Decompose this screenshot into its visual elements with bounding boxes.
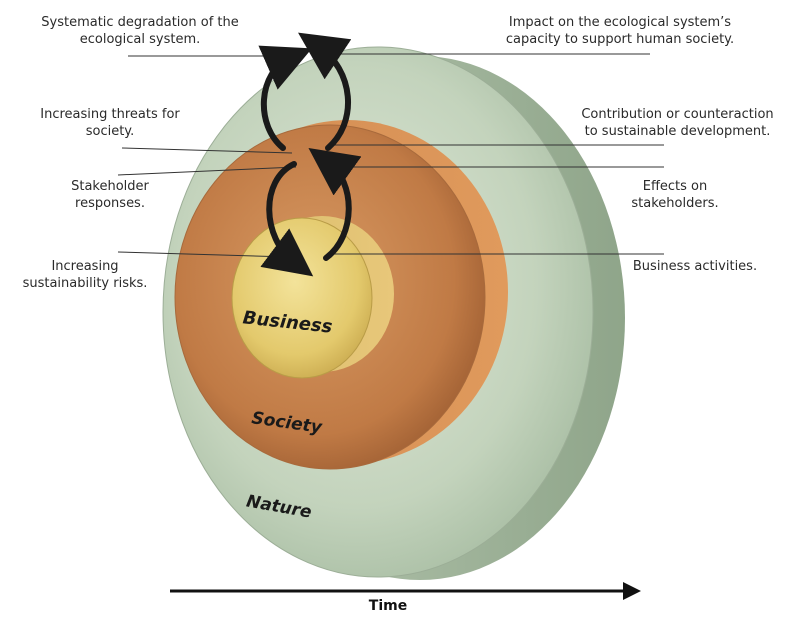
impact-arrow-icon — [298, 32, 352, 151]
responses-arrow-icon — [260, 161, 314, 277]
label-risks: Increasing sustainability risks. — [0, 258, 170, 292]
lower-feedback-arrows — [260, 148, 362, 277]
label-impact: Impact on the ecological system’s capaci… — [480, 14, 760, 48]
label-impact-line1: Impact on the ecological system’s — [508, 15, 732, 30]
label-responses-line1: Stakeholder — [71, 179, 149, 194]
leader-line-responses — [117, 166, 297, 176]
label-contribution-line2: to sustainable development. — [584, 124, 771, 139]
label-responses: Stakeholder responses. — [30, 178, 190, 212]
label-threats-line2: society. — [85, 124, 135, 139]
label-effects: Effects on stakeholders. — [610, 178, 740, 212]
upper-feedback-arrows — [258, 32, 352, 151]
label-effects-line2: stakeholders. — [631, 196, 719, 211]
label-responses-line2: responses. — [75, 196, 145, 211]
label-degradation-line1: Systematic degradation of the — [41, 15, 239, 30]
label-contribution: Contribution or counteraction to sustain… — [565, 106, 790, 140]
label-threats-line1: Increasing threats for — [40, 107, 180, 122]
label-degradation: Systematic degradation of the ecological… — [30, 14, 250, 48]
business-disc-face — [231, 217, 373, 379]
leader-lines — [117, 53, 664, 258]
label-risks-line2: sustainability risks. — [22, 276, 148, 291]
label-activities-line1: Business activities. — [632, 259, 758, 274]
degradation-arrow-icon — [258, 45, 312, 151]
label-effects-line1: Effects on — [642, 179, 708, 194]
label-impact-line2: capacity to support human society. — [505, 32, 735, 47]
label-threats: Increasing threats for society. — [20, 106, 200, 140]
label-risks-line1: Increasing — [51, 259, 119, 274]
effects-arrow-icon — [308, 148, 362, 261]
time-axis-label: Time — [368, 598, 408, 614]
leader-line-threats — [121, 147, 293, 154]
label-contribution-line1: Contribution or counteraction — [581, 107, 774, 122]
label-activities: Business activities. — [610, 258, 780, 275]
label-degradation-line2: ecological system. — [79, 32, 201, 47]
